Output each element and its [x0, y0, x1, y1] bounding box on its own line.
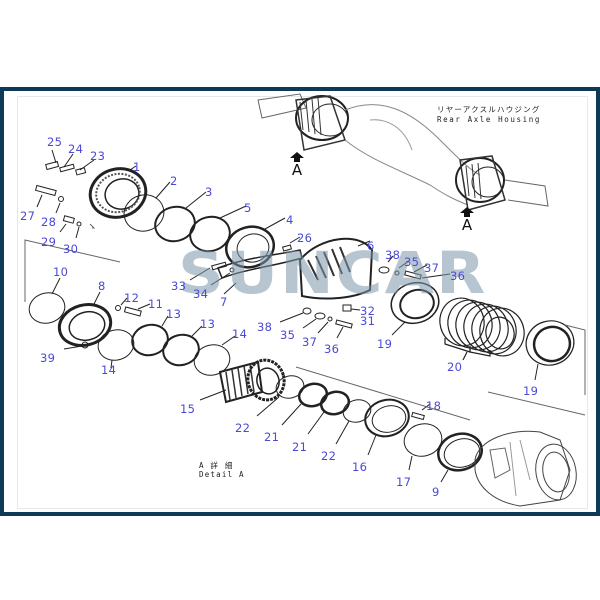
- part-label: 22: [235, 421, 251, 435]
- part-label: 12: [124, 291, 140, 305]
- part-6-drawing: [298, 237, 374, 300]
- part-label: 19: [377, 337, 393, 351]
- part-label: 10: [53, 265, 69, 279]
- part-label: 21: [264, 430, 280, 444]
- part-label: 22: [321, 449, 337, 463]
- part-label: 29: [41, 235, 57, 249]
- part-1-drawing: [88, 165, 148, 219]
- part-label: 38: [257, 320, 273, 334]
- part-label: 27: [20, 209, 36, 223]
- part-label: 6: [367, 239, 375, 253]
- part-label: 37: [302, 335, 318, 349]
- part-label: 34: [193, 287, 209, 301]
- part-label: 7: [220, 295, 228, 309]
- part-label: 19: [523, 384, 539, 398]
- part-label: 8: [98, 279, 106, 293]
- part-label: 17: [396, 475, 412, 489]
- part-label: 21: [292, 440, 308, 454]
- part-label: 11: [148, 297, 164, 311]
- part-label: 3: [205, 185, 213, 199]
- part-label: 35: [404, 255, 420, 269]
- detail-caption-en: Detail A: [199, 470, 245, 479]
- detail-marker-left: A: [287, 152, 307, 178]
- part-label: 31: [360, 314, 376, 328]
- part-label: 25: [47, 135, 63, 149]
- axle-housing-drawing: [257, 93, 549, 211]
- detail-marker-right: A: [457, 207, 477, 233]
- arrow-up-icon: [290, 152, 304, 158]
- diagram-inner-border: [17, 96, 588, 509]
- part-label: 5: [244, 201, 252, 215]
- part-15-drawing: [199, 358, 286, 404]
- part-label: 26: [297, 231, 313, 245]
- part-label: 23: [90, 149, 106, 163]
- detail-caption-jp: A 詳 細: [199, 461, 234, 470]
- part-label: 38: [385, 248, 401, 262]
- watermark: SUNCAR: [178, 240, 488, 308]
- part-label: 4: [286, 213, 294, 227]
- part-label: 36: [324, 342, 340, 356]
- diagram-panel: [4, 91, 596, 512]
- title-jp: リヤーアクスルハウジング: [437, 105, 541, 114]
- part-label: 16: [352, 460, 368, 474]
- title-en: Rear Axle Housing: [437, 115, 541, 124]
- part-label: 30: [63, 242, 79, 256]
- part-label: 15: [180, 402, 196, 416]
- detail-marker-label: A: [461, 216, 473, 234]
- part-label: 1: [133, 160, 141, 174]
- part-label: 33: [171, 279, 187, 293]
- part-label: 2: [170, 174, 178, 188]
- part-label: 13: [166, 307, 182, 321]
- part-label: 28: [41, 215, 57, 229]
- hub-housing-drawing: [474, 430, 577, 507]
- part-label: 14: [101, 363, 117, 377]
- part-label: 35: [280, 328, 296, 342]
- part-label: 24: [68, 142, 84, 156]
- part-20-drawing: [439, 297, 525, 361]
- part-label: 20: [447, 360, 463, 374]
- arrow-up-icon: [460, 207, 474, 213]
- diagram-frame: [0, 87, 600, 516]
- detail-marker-label: A: [291, 161, 303, 179]
- part-label: 9: [432, 485, 440, 499]
- part-label: 37: [424, 261, 440, 275]
- part-label: 13: [200, 317, 216, 331]
- part-label: 32: [360, 304, 376, 318]
- part-label: 39: [40, 351, 56, 365]
- part-label: 14: [232, 327, 248, 341]
- part-label: 36: [450, 269, 466, 283]
- part-label: 18: [426, 399, 442, 413]
